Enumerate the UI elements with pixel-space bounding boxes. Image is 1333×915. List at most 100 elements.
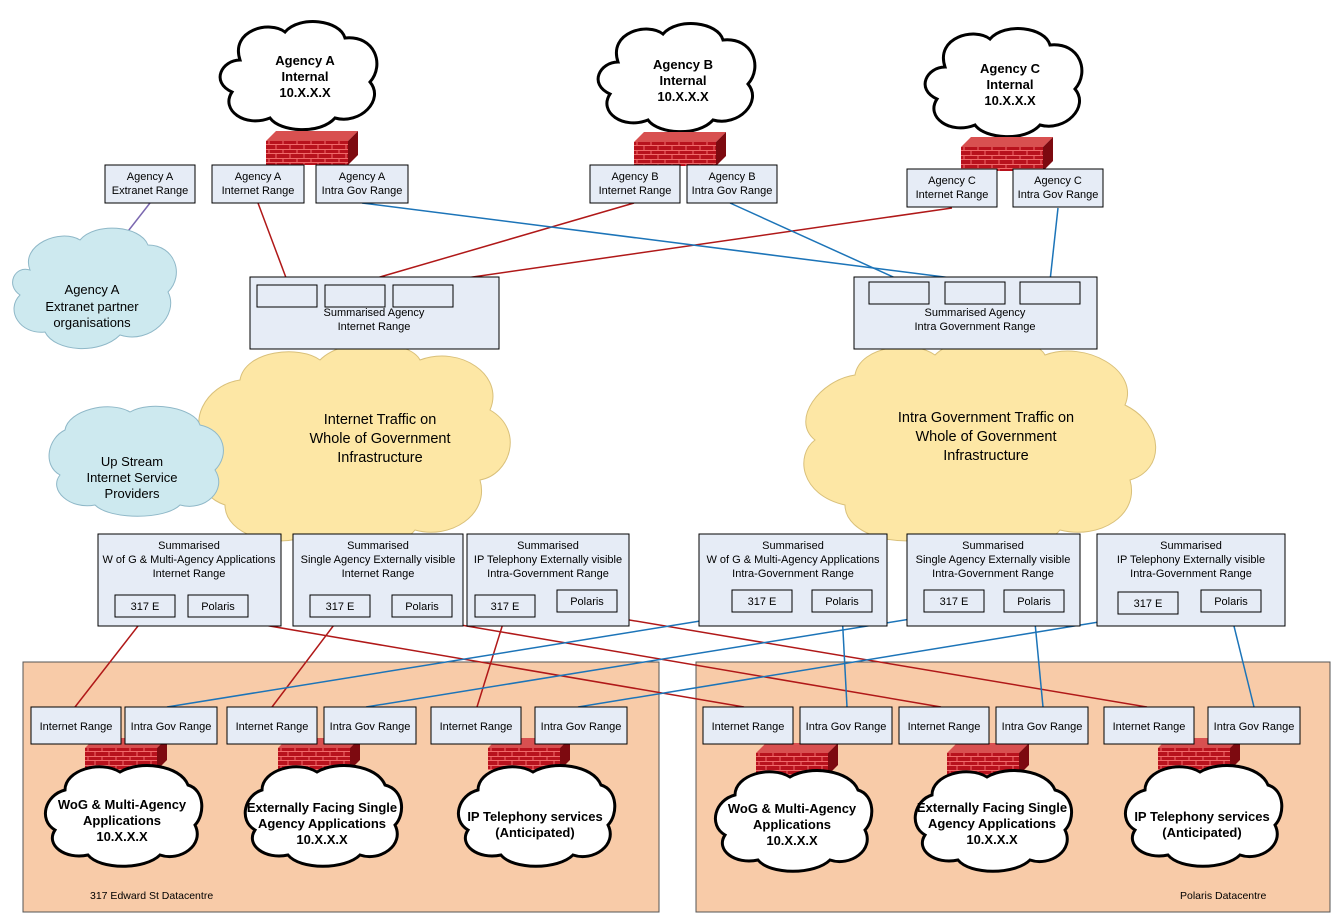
single-right-line1: Externally Facing Single xyxy=(917,800,1067,815)
summary-intragov-line1: Summarised Agency xyxy=(925,307,1026,319)
single-right-line3: 10.X.X.X xyxy=(966,832,1018,847)
site-317e-6: 317 E xyxy=(1134,598,1163,610)
site-polaris-4: Polaris xyxy=(825,596,859,608)
summary-internet-line1: Summarised Agency xyxy=(324,307,425,319)
wog-right-line3: 10.X.X.X xyxy=(766,833,818,848)
agency-a-net: 10.X.X.X xyxy=(279,85,331,100)
wog-left-line2: Applications xyxy=(83,813,161,828)
internet-traffic-line2: Whole of Government xyxy=(309,431,450,447)
single-left-line1: Externally Facing Single xyxy=(247,800,397,815)
wog-left-line3: 10.X.X.X xyxy=(96,829,148,844)
c-internet-line1: Agency C xyxy=(928,175,976,187)
summary-intragov-box: Summarised Agency Intra Government Range xyxy=(853,276,1098,350)
summary-box-5-line1: Summarised xyxy=(962,540,1024,552)
agency-c-net: 10.X.X.X xyxy=(984,93,1036,108)
summary-internet-box: Summarised Agency Internet Range xyxy=(249,276,500,350)
ipt-right-line2: (Anticipated) xyxy=(1162,825,1241,840)
site-317e-2: 317 E xyxy=(326,601,355,613)
agency-a-sub: Internal xyxy=(282,69,329,84)
summary-box-2-line2: Single Agency Externally visible xyxy=(301,554,456,566)
summary-box-3-line1: Summarised xyxy=(517,540,579,552)
dc-internet-5: Internet Range xyxy=(908,721,981,733)
dc-intragov-2: Intra Gov Range xyxy=(330,721,411,733)
agency-range-boxes: Agency A Extranet Range Agency A Interne… xyxy=(104,164,1104,208)
summary-box-6-line2: IP Telephony Externally visible xyxy=(1117,554,1265,566)
dc-intragov-4: Intra Gov Range xyxy=(806,721,887,733)
isp-line2: Internet Service xyxy=(86,470,177,485)
b-internet-line2: Internet Range xyxy=(599,185,672,197)
a-extranet-line1: Agency A xyxy=(127,171,174,183)
internet-traffic-line3: Infrastructure xyxy=(337,450,422,466)
intragov-traffic-line2: Whole of Government xyxy=(915,429,1056,445)
site-317e-1: 317 E xyxy=(131,601,160,613)
single-left-line3: 10.X.X.X xyxy=(296,832,348,847)
c-internet-line2: Internet Range xyxy=(916,189,989,201)
a-internet-line2: Internet Range xyxy=(222,185,295,197)
wog-right-line1: WoG & Multi-Agency xyxy=(728,801,857,816)
single-right-line2: Agency Applications xyxy=(928,816,1056,831)
single-left-line2: Agency Applications xyxy=(258,816,386,831)
intragov-traffic-cloud: Intra Government Traffic on Whole of Gov… xyxy=(803,337,1157,550)
summary-intragov-line2: Intra Government Range xyxy=(914,321,1035,333)
agency-b-net: 10.X.X.X xyxy=(657,89,709,104)
single-apps-cloud-left: Externally Facing Single Agency Applicat… xyxy=(243,764,404,868)
dc-internet-1: Internet Range xyxy=(40,721,113,733)
summary-box-6-line1: Summarised xyxy=(1160,540,1222,552)
c-intragov-line2: Intra Gov Range xyxy=(1018,189,1099,201)
extranet-line2: Extranet partner xyxy=(45,299,139,314)
summary-internet-line2: Internet Range xyxy=(338,321,411,333)
summary-box-4-line2: W of G & Multi-Agency Applications xyxy=(706,554,880,566)
ipt-left-line2: (Anticipated) xyxy=(495,825,574,840)
isp-cloud: Up Stream Internet Service Providers xyxy=(48,405,224,517)
b-internet-line1: Agency B xyxy=(611,171,658,183)
ipt-left-line1: IP Telephony services xyxy=(467,809,602,824)
b-intragov-line1: Agency B xyxy=(708,171,755,183)
summary-box-6-line3: Intra-Government Range xyxy=(1130,568,1252,580)
c-intragov-line1: Agency C xyxy=(1034,175,1082,187)
dc-internet-6: Internet Range xyxy=(1113,721,1186,733)
agency-c-name: Agency C xyxy=(980,61,1041,76)
firewall-icon xyxy=(266,131,358,165)
ipt-cloud-right: IP Telephony services (Anticipated) xyxy=(1124,764,1284,868)
summary-box-1-line1: Summarised xyxy=(158,540,220,552)
datacentre-range-boxes: Internet Range Intra Gov Range Internet … xyxy=(30,706,1301,745)
agency-a-name: Agency A xyxy=(275,53,335,68)
summary-box-3-line2: IP Telephony Externally visible xyxy=(474,554,622,566)
summary-box-1-line3: Internet Range xyxy=(153,568,226,580)
a-intragov-line1: Agency A xyxy=(339,171,386,183)
agency-a-cloud: Agency A Internal 10.X.X.X xyxy=(218,20,379,132)
site-polaris-5: Polaris xyxy=(1017,596,1051,608)
b-intragov-line2: Intra Gov Range xyxy=(692,185,773,197)
summary-app-boxes: Summarised W of G & Multi-Agency Applica… xyxy=(97,533,1286,627)
agency-b-name: Agency B xyxy=(653,57,713,72)
extranet-partner-cloud: Agency A Extranet partner organisations xyxy=(12,227,177,349)
datacentre-left-label: 317 Edward St Datacentre xyxy=(90,890,213,902)
isp-line1: Up Stream xyxy=(101,454,163,469)
summary-box-5-line2: Single Agency Externally visible xyxy=(916,554,1071,566)
dc-intragov-5: Intra Gov Range xyxy=(1002,721,1083,733)
a-intragov-line2: Intra Gov Range xyxy=(322,185,403,197)
agency-b-cloud: Agency B Internal 10.X.X.X xyxy=(596,22,757,134)
agency-b-sub: Internal xyxy=(660,73,707,88)
a-internet-line1: Agency A xyxy=(235,171,282,183)
isp-line3: Providers xyxy=(105,486,160,501)
internet-traffic-cloud: Internet Traffic on Whole of Government … xyxy=(197,342,511,550)
wog-left-line1: WoG & Multi-Agency xyxy=(58,797,187,812)
datacentre-right-label: Polaris Datacentre xyxy=(1180,890,1267,902)
intragov-traffic-line1: Intra Government Traffic on xyxy=(898,410,1074,426)
site-polaris-2: Polaris xyxy=(405,601,439,613)
dc-intragov-1: Intra Gov Range xyxy=(131,721,212,733)
summary-box-2-line3: Internet Range xyxy=(342,568,415,580)
summary-box-5-line3: Intra-Government Range xyxy=(932,568,1054,580)
dc-intragov-6: Intra Gov Range xyxy=(1214,721,1295,733)
site-polaris-3: Polaris xyxy=(570,596,604,608)
firewall-icon xyxy=(634,132,726,166)
internet-traffic-line1: Internet Traffic on xyxy=(324,412,437,428)
summary-box-2-line1: Summarised xyxy=(347,540,409,552)
summary-box-4-line3: Intra-Government Range xyxy=(732,568,854,580)
extranet-line1: Agency A xyxy=(65,282,120,297)
site-polaris-6: Polaris xyxy=(1214,596,1248,608)
ipt-cloud-left: IP Telephony services (Anticipated) xyxy=(457,764,617,868)
